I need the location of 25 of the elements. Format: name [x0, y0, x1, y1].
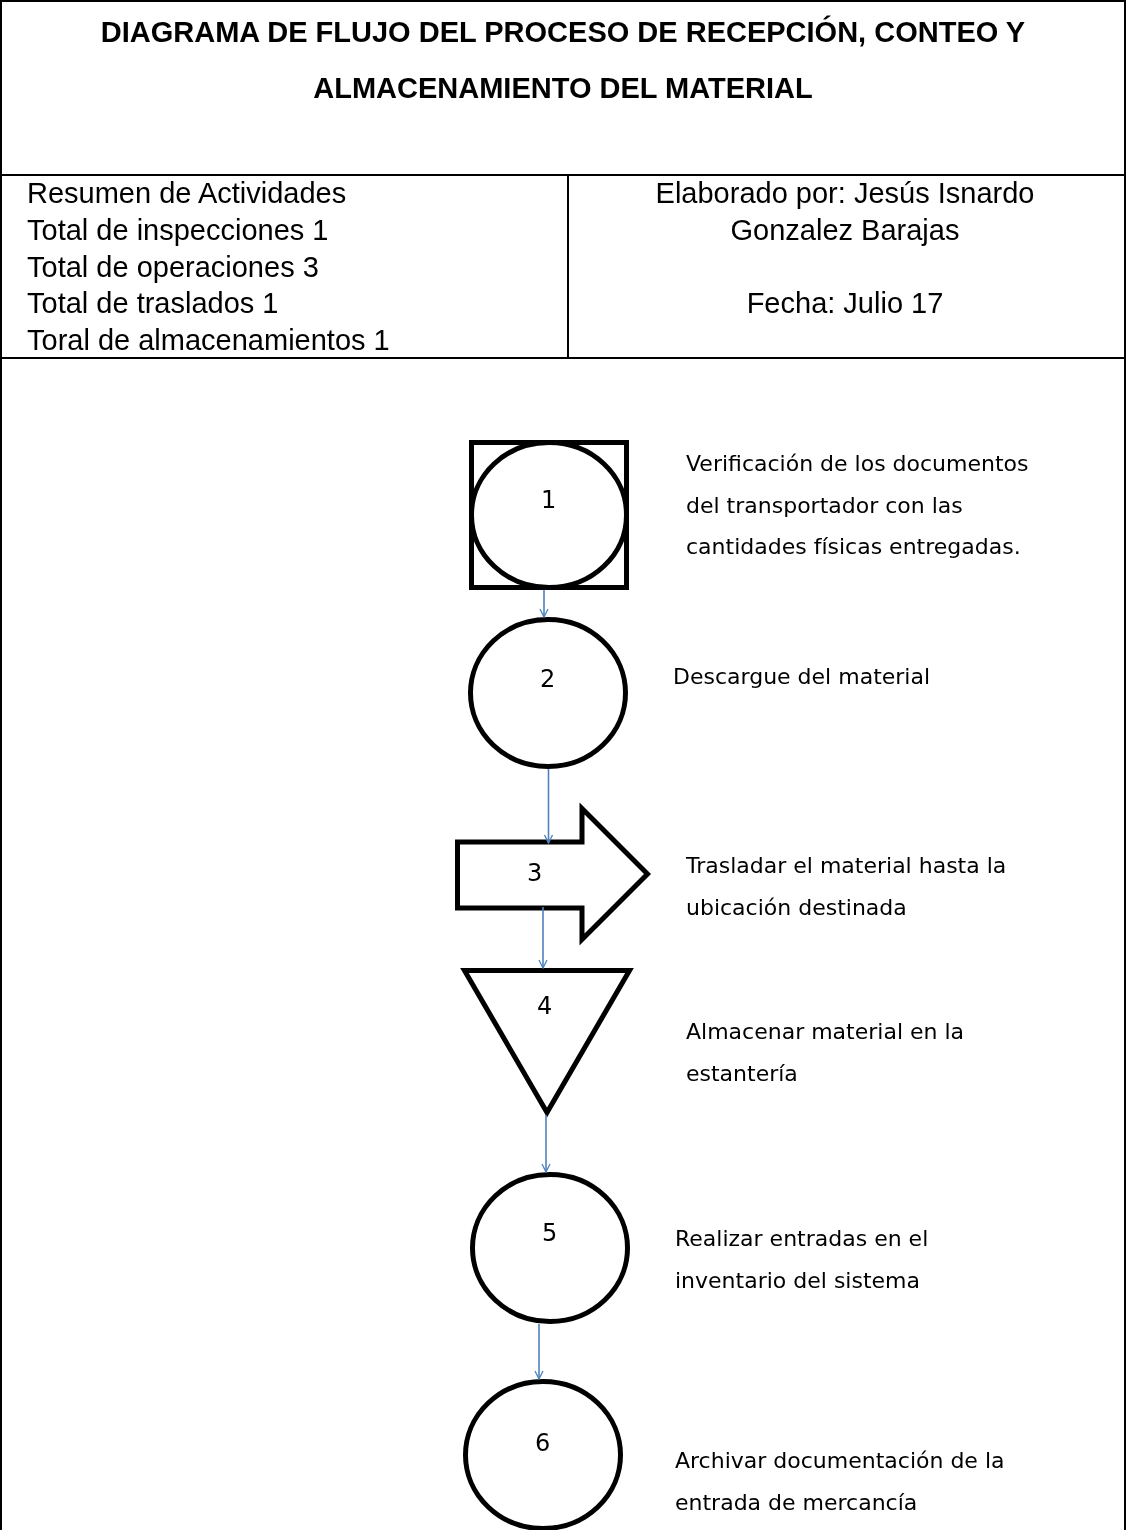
step-description: Verificación de los documentos del transportador con las cantidades físicas entregadas. — [686, 450, 1030, 561]
step-description: Almacenar material en la estantería — [686, 1018, 966, 1088]
step-number: 2 — [540, 665, 556, 693]
arrow — [534, 1323, 544, 1380]
arrow — [539, 589, 549, 618]
step-description: Archivar documentación de la entrada de mercancía — [675, 1447, 1006, 1517]
step-number: 4 — [537, 992, 553, 1020]
step-number: 3 — [527, 859, 543, 887]
step-description: Trasladar el material hasta la ubicación destinada — [686, 852, 1008, 922]
arrow — [538, 906, 548, 969]
table-cell-text: Toral de almacenamientos 1 — [27, 323, 391, 358]
table-cell-text: Total de traslados 1 — [27, 286, 280, 321]
step-description: Realizar entradas en el inventario del sistema — [675, 1225, 930, 1295]
step-description: Descargue del material — [673, 663, 932, 691]
table-cell-text: Elaborado por: Jesús Isnardo Gonzalez Barajas — [654, 176, 1036, 248]
step-number: 6 — [535, 1429, 551, 1457]
table-cell-text: Fecha: Julio 17 — [745, 286, 945, 321]
step-number: 5 — [542, 1219, 558, 1247]
diagram-title: DIAGRAMA DE FLUJO DEL PROCESO DE RECEPCIÓN, CONTEO Y ALMACENAMIENTO DEL MATERIAL — [99, 14, 1027, 106]
arrow — [543, 768, 554, 844]
table-cell-text: Total de inspecciones 1 — [27, 213, 330, 248]
step-number: 1 — [541, 486, 557, 514]
table-cell-text: Resumen de Actividades — [27, 176, 348, 211]
table-cell-text: Total de operaciones 3 — [27, 250, 320, 285]
arrow — [541, 1114, 551, 1173]
